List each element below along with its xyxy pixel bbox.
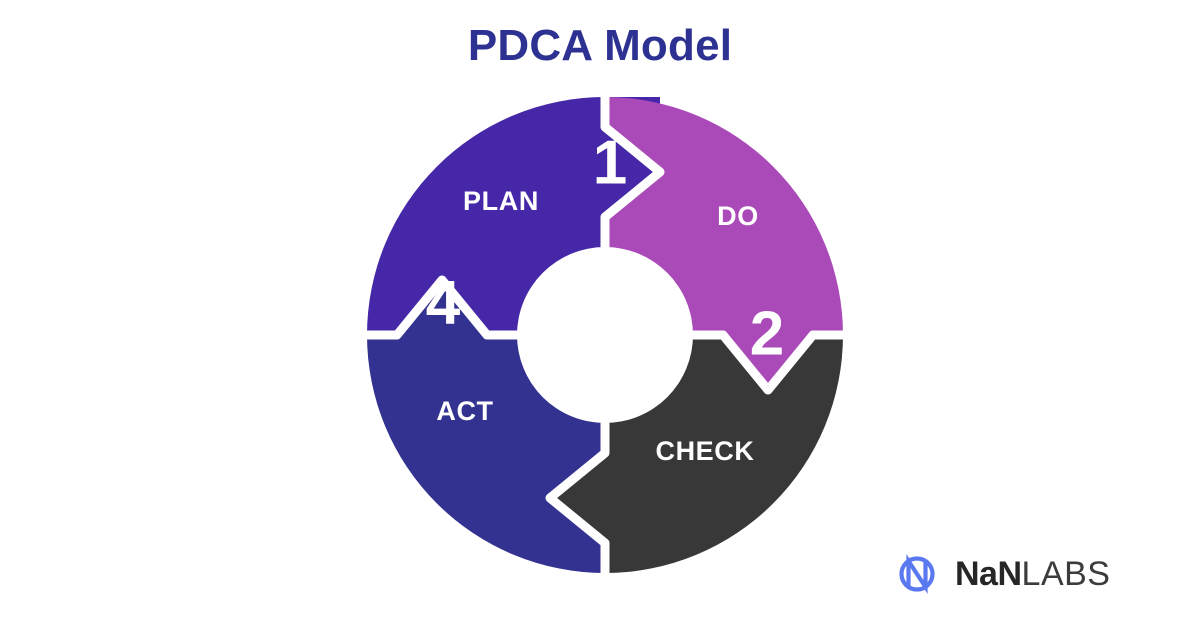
segment-plan-arrow[interactable] — [367, 97, 715, 335]
segment-check-label: CHECK — [655, 436, 754, 466]
segment-check-arrow[interactable] — [550, 335, 843, 573]
segment-do-number: 2 — [750, 299, 784, 368]
pdca-cycle-svg: PLAN 1 DO 2 CHECK ACT 4 — [362, 92, 848, 578]
separator-act-plan — [362, 275, 522, 340]
page-title: PDCA Model — [467, 21, 733, 70]
segment-do-arrow[interactable] — [605, 97, 843, 390]
separator-plan-do — [600, 92, 665, 252]
pdca-cycle-diagram: PLAN 1 DO 2 CHECK ACT 4 — [355, 85, 855, 585]
segment-plan[interactable]: PLAN 1 — [367, 97, 715, 335]
nanlabs-circle-n-icon — [899, 553, 935, 595]
segment-separators — [362, 92, 848, 578]
brand-wordmark: NaNLABS — [955, 557, 1110, 591]
brand-logo: NaNLABS — [895, 552, 1110, 596]
segment-act-label: ACT — [436, 396, 493, 426]
segment-check[interactable]: CHECK — [550, 335, 843, 573]
separator-do-check — [688, 330, 848, 395]
segment-do-label: DO — [717, 201, 759, 231]
brand-name-light: LABS — [1021, 555, 1111, 593]
separator-check-act — [545, 418, 610, 578]
segment-do[interactable]: DO 2 — [605, 97, 843, 390]
segment-act-arrow[interactable] — [367, 280, 605, 573]
brand-name-bold: NaN — [955, 555, 1022, 593]
segment-plan-label: PLAN — [463, 186, 539, 216]
